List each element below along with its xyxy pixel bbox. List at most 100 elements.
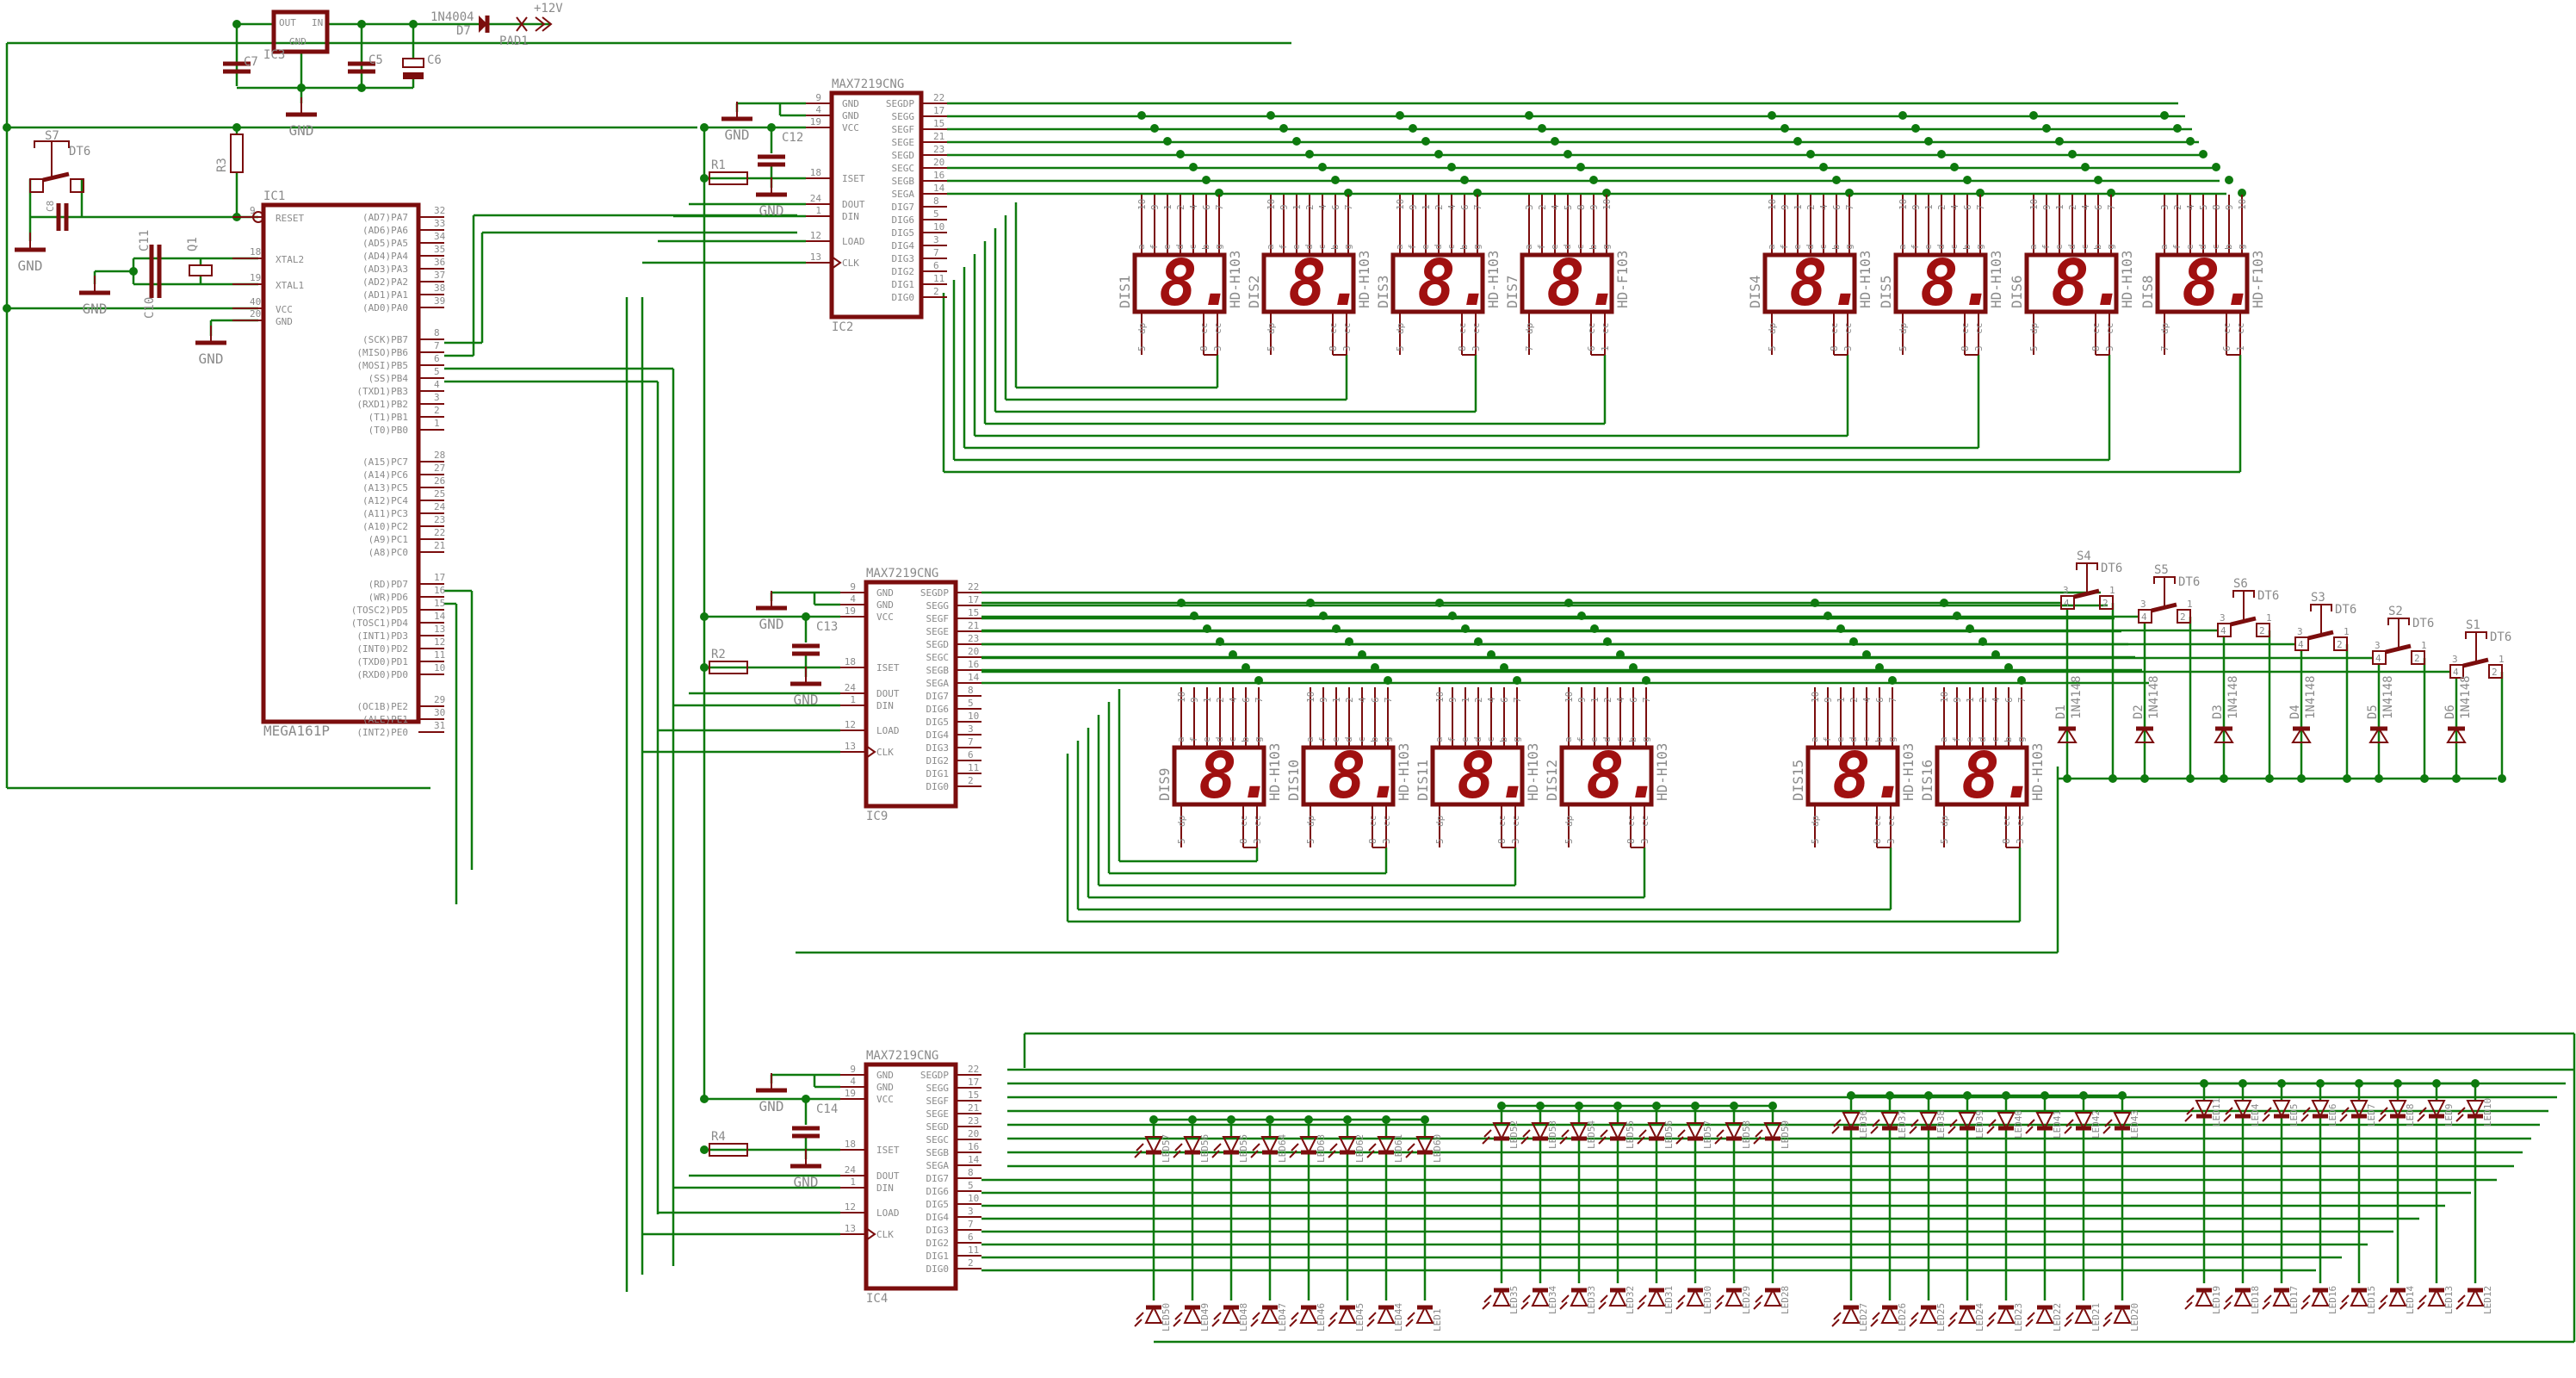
driver-pin-name: DIG5 — [926, 1199, 950, 1210]
display-pin-num: 9 — [1318, 697, 1329, 703]
switch-pin: 4 — [2220, 625, 2226, 636]
switch-lever — [2307, 630, 2334, 641]
driver-pin-num: 10 — [933, 221, 944, 233]
mcu-pin-num: 6 — [434, 353, 440, 364]
junction-dot — [1832, 176, 1841, 184]
driver-ref: IC4 — [866, 1292, 888, 1306]
display-pin-num: 5 — [1395, 345, 1406, 351]
driver-pin-name: GND — [876, 1070, 894, 1081]
driver-pin-name: SEGB — [926, 665, 950, 676]
driver-pin-num: 14 — [968, 1154, 980, 1165]
led-icon — [1647, 1288, 1666, 1307]
display-pin-num: 7 — [1524, 345, 1535, 351]
display-seg-label: e — [1549, 244, 1560, 250]
display-seg-label: g — [1886, 736, 1898, 742]
led-label: LED9 — [2443, 1104, 2455, 1127]
led-label: LED17 — [2288, 1286, 2300, 1314]
led-icon — [1531, 1288, 1550, 1307]
driver-pin-num: 24 — [810, 193, 822, 204]
led-icon — [1763, 1122, 1782, 1141]
display-ref: DIS7 — [1504, 275, 1520, 308]
driver-cap: C12 — [782, 131, 803, 145]
display-seg-label: f — [1576, 736, 1587, 742]
cap-c7: C7 — [244, 55, 258, 69]
mcu-pin-name: (TXD1)PB3 — [356, 386, 408, 397]
display-part: HD-H103 — [1988, 251, 2004, 308]
display-seg-label: c — [1614, 736, 1625, 742]
display-pin-label: cc — [2001, 816, 2012, 827]
led-light-arrows-icon — [1250, 1312, 1260, 1327]
led-label: LED5 — [2288, 1104, 2300, 1127]
switch-lever — [2073, 588, 2100, 599]
display-pin-label: cc — [2090, 323, 2102, 334]
driver-pin-name: DOUT — [842, 199, 865, 210]
driver-pin-num: 16 — [968, 1141, 979, 1152]
display-seg-label: f — [1278, 244, 1289, 250]
junction-dot — [2029, 111, 2038, 120]
driver-pin-name: GND — [876, 587, 894, 599]
driver-pin-name: DIG1 — [926, 768, 950, 779]
mcu-pin-num: 28 — [434, 450, 445, 461]
junction-dot — [1242, 663, 1250, 672]
mcu-pin-name: (A8)PC0 — [368, 547, 408, 558]
led-icon — [1608, 1122, 1627, 1141]
gnd-label: GND — [794, 692, 819, 708]
led-light-arrows-icon — [1947, 1119, 1958, 1134]
led-icon — [1260, 1136, 1279, 1155]
mcu-pin-num: 33 — [434, 218, 445, 229]
display-pin-num: 10 — [1266, 199, 1277, 210]
junction-dot — [1305, 150, 1314, 158]
junction-dot — [2173, 124, 2182, 133]
mcu-pin-num: 29 — [434, 694, 445, 705]
display-seg-label: a — [1563, 736, 1574, 742]
display-pin-num: 3 — [1471, 345, 1482, 351]
led-light-arrows-icon — [2300, 1107, 2311, 1122]
switch-lever — [2151, 602, 2177, 613]
junction-dot — [2199, 150, 2208, 158]
display-seg-label: a — [1265, 244, 1276, 250]
driver-pin-num: 15 — [933, 118, 944, 129]
mcu-pin-num: 5 — [434, 366, 440, 377]
mcu-pin-num: 13 — [434, 624, 445, 635]
led-light-arrows-icon — [1986, 1119, 1997, 1134]
driver-pin-name: ISET — [876, 1145, 900, 1156]
switch-type: DT6 — [2257, 589, 2279, 603]
display-seg-label: d — [1805, 244, 1816, 250]
junction-dot — [2297, 774, 2306, 783]
led-label: LED13 — [2443, 1286, 2455, 1314]
driver-pin-name: SEGC — [926, 652, 950, 663]
driver-pin-num: 6 — [933, 260, 939, 271]
led-icon — [1377, 1305, 1396, 1324]
mcu-pin-num: 3 — [434, 392, 440, 403]
display-pin-label: cc — [1960, 323, 1971, 334]
junction-dot — [1473, 189, 1482, 197]
display-seg-label: c — [1187, 244, 1198, 250]
switch-pin: 4 — [2453, 667, 2459, 678]
led-icon — [2350, 1288, 2369, 1307]
switch-pin: 2 — [2180, 611, 2186, 623]
display-pin-num: 2 — [1175, 204, 1186, 210]
diode-part: 1N4148 — [2381, 675, 2395, 719]
led-light-arrows-icon — [1211, 1143, 1222, 1158]
display-pin-label: cc — [1341, 323, 1353, 334]
led-light-arrows-icon — [2064, 1312, 2074, 1327]
display-pin-num: 1 — [1589, 697, 1601, 703]
junction-dot — [2004, 663, 2013, 672]
driver-pin-num: 11 — [968, 762, 979, 773]
mcu-pin-name: (AD7)PA7 — [362, 212, 408, 223]
display-seg-label: e — [1291, 244, 1302, 250]
display-pin-label: cc — [2221, 323, 2232, 334]
led-label: LED26 — [1897, 1303, 1908, 1331]
seven-seg-digit: 8. — [1920, 246, 1997, 320]
cap-c6: C6 — [427, 53, 442, 67]
diode-icon — [2446, 727, 2467, 743]
led-icon — [2113, 1305, 2132, 1324]
display-seg-label: c — [2079, 244, 2090, 250]
led-icon — [1222, 1136, 1241, 1155]
led-label: LED43 — [2129, 1110, 2140, 1139]
display-pin-label: dp — [1305, 816, 1316, 827]
display-pin-num: 9 — [1588, 204, 1600, 210]
display-seg-label: g — [1843, 244, 1855, 250]
diode-part: 1N4148 — [2226, 675, 2240, 719]
